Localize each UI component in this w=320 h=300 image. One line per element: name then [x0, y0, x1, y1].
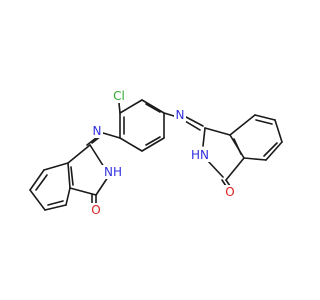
bond-ring-b-c-inner — [145, 103, 161, 113]
bond-c5-c1-right — [204, 127, 231, 136]
bond-c4-c5-left — [67, 162, 71, 189]
bond-ring-b-c — [141, 99, 165, 114]
atom-o-left: O — [90, 203, 102, 217]
bond-benz-right-5 — [243, 157, 267, 161]
bond-benz-right-inner-2 — [263, 142, 278, 157]
bond-c3-c4-right — [225, 157, 245, 181]
bond-benz-right-inner-1 — [255, 119, 273, 125]
atom-nh-left: NH — [102, 165, 124, 179]
bond-ring-a-b — [119, 99, 143, 114]
bond-c5-c1-left — [67, 144, 91, 164]
bond-lines — [29, 99, 283, 211]
atom-n-left: N — [91, 124, 103, 138]
bond-n-left-c1-double — [86, 137, 97, 146]
bond-benz-right-1 — [229, 114, 256, 136]
bond-ring-n-right — [163, 112, 175, 117]
bond-c1-hn-right — [202, 127, 206, 147]
bond-n-right-c1 — [185, 116, 204, 127]
atom-cl: Cl — [110, 89, 128, 103]
bond-benz-left-1 — [43, 162, 69, 171]
bond-benz-left-2 — [29, 169, 45, 191]
bond-benz-left-inner-2 — [47, 200, 64, 206]
bond-c1-nh-left — [89, 144, 105, 168]
bond-benz-left-inner-3 — [70, 166, 74, 186]
bond-benz-left-4 — [44, 204, 67, 211]
molecule-structure: Cl N N NH HN O O — [29, 89, 283, 217]
atom-nh-right: HN — [189, 148, 211, 162]
bond-benz-left-3 — [29, 189, 46, 211]
atom-label-o-left: O — [91, 203, 100, 217]
bond-benz-left-5 — [65, 187, 71, 206]
bond-ring-d-e-inner — [145, 136, 161, 146]
atom-label-n-right: N — [176, 108, 185, 122]
bond-benz-right-inner-3 — [233, 138, 242, 155]
bond-benz-left-inner-1 — [35, 174, 48, 191]
atom-label-cl: Cl — [113, 89, 125, 103]
bond-n-right-c1-double — [184, 120, 201, 131]
atom-label-o-right: O — [225, 185, 234, 199]
bond-ring-e-f — [119, 137, 143, 152]
bond-nh-left-c3 — [95, 176, 109, 196]
atom-label-nh-right: HN — [191, 148, 209, 162]
bond-hn-right-c3 — [206, 159, 224, 178]
atom-label-n-left: N — [93, 124, 102, 138]
bond-ring-cl — [118, 102, 121, 114]
bond-benz-right-4 — [265, 141, 283, 161]
atom-label-nh-left: NH — [104, 165, 122, 179]
atom-o-right: O — [224, 185, 236, 199]
bond-ring-n-left — [102, 132, 121, 139]
bond-benz-right-3 — [274, 119, 283, 143]
bond-benz-right-2 — [254, 114, 276, 121]
bond-ring-d-e — [141, 137, 165, 152]
atom-n-right: N — [174, 108, 186, 122]
bond-c3-c4-left — [69, 187, 97, 196]
